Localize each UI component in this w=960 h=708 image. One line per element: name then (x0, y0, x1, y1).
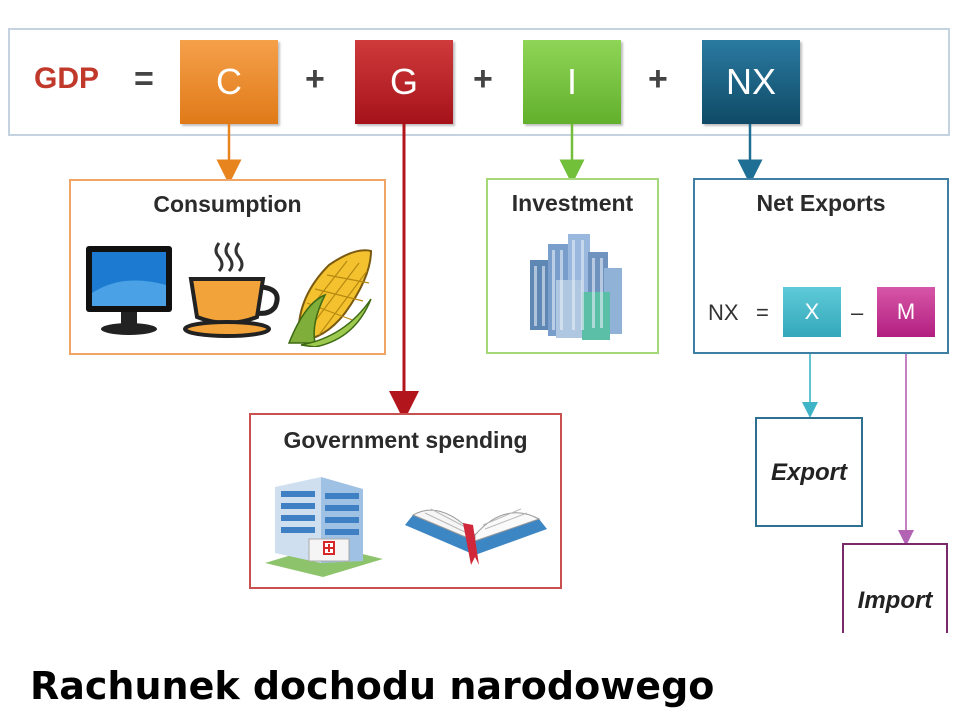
skyscrapers-icon (530, 234, 622, 340)
import-label: Import (857, 587, 933, 614)
equals-sign: = (134, 60, 154, 98)
hospital-building-icon (265, 477, 383, 577)
term-x-label: X (804, 299, 820, 324)
term-x: X (783, 287, 841, 337)
term-c-label: C (216, 61, 242, 102)
consumption-box: Consumption (69, 179, 386, 355)
term-g-label: G (389, 61, 418, 102)
term-nx: NX (702, 40, 800, 124)
open-book-icon (405, 508, 547, 565)
nx-formula-lhs: NX (708, 300, 739, 325)
export-label: Export (770, 459, 847, 486)
plus-sign: + (473, 60, 493, 98)
term-m-label: M (896, 299, 916, 324)
export-box: Export (755, 417, 863, 527)
term-nx-label: NX (725, 61, 776, 102)
term-g: G (355, 40, 453, 124)
term-i: I (523, 40, 621, 124)
plus-sign: + (648, 60, 668, 98)
investment-title: Investment (511, 190, 634, 216)
term-m: M (877, 287, 935, 337)
net-exports-title: Net Exports (756, 190, 886, 216)
coffee-cup-icon (183, 242, 280, 338)
consumption-title: Consumption (153, 191, 302, 217)
gdp-label: GDP (34, 62, 100, 95)
import-box: Import (842, 543, 948, 633)
term-i-label: I (566, 61, 577, 102)
investment-box: Investment (486, 178, 659, 354)
government-box: Government spending (249, 413, 562, 589)
nx-formula-minus: – (851, 300, 864, 325)
corn-icon (287, 249, 373, 347)
nx-formula-equals: = (756, 300, 769, 325)
computer-monitor-icon (86, 246, 172, 335)
government-title: Government spending (283, 427, 528, 453)
footer-caption: Rachunek dochodu narodowego (30, 664, 715, 708)
plus-sign: + (305, 60, 325, 98)
term-c: C (180, 40, 278, 124)
